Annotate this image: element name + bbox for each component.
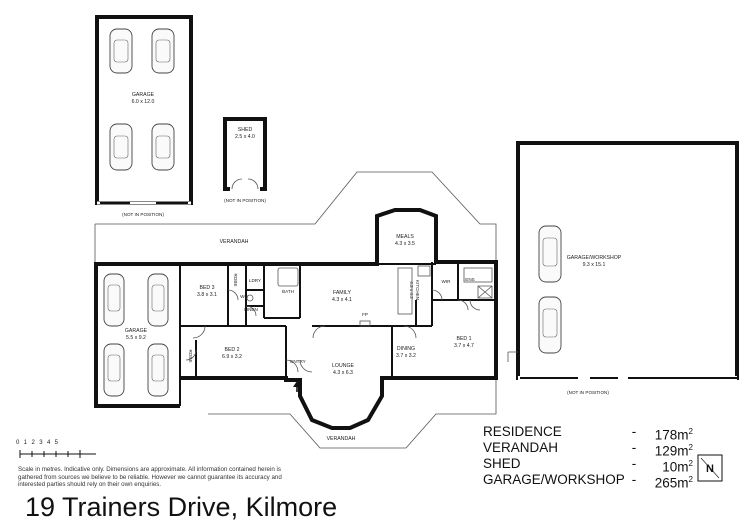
compass-letter: N: [706, 463, 714, 475]
meals-dim: 4.3 x 3.5: [395, 241, 415, 247]
lounge-dim: 4.3 x 6.3: [333, 370, 353, 376]
kitchen-label: KITCHEN: [415, 280, 420, 300]
garage-top: [95, 15, 193, 205]
area-value: 178m2: [654, 427, 693, 443]
car-icon: [103, 273, 125, 327]
car-icon: [538, 225, 562, 283]
bed3-dim: 3.8 x 3.1: [197, 292, 217, 298]
shed-dim: 2.5 x 4.0: [235, 134, 255, 140]
scale-numbers: 012345: [16, 440, 63, 446]
family-label: FAMILY: [333, 290, 352, 296]
ldry-label: LDRY: [249, 278, 261, 283]
workshop-note: (NOT IN POSITION): [567, 390, 609, 395]
car-icon: [151, 28, 175, 74]
disclaimer-text: Scale in metres. Indicative only. Dimens…: [18, 466, 282, 488]
area-name: VERANDAH: [483, 440, 559, 455]
fireplace: [359, 320, 371, 327]
arrow-up-icon: [293, 381, 301, 392]
workshop-dim: 9.3 x 15.1: [583, 262, 606, 268]
area-name: RESIDENCE: [483, 424, 562, 439]
interior-walls: [180, 262, 496, 380]
verandah-top-label: VERANDAH: [220, 239, 249, 245]
garage-left-label: GARAGE: [125, 328, 148, 334]
area-row: GARAGE/WORKSHOP - 265m2: [483, 472, 693, 491]
scale-bar: [19, 450, 96, 458]
bed1-dim: 3.7 x 4.7: [454, 343, 474, 349]
bed3-label: BED 3: [200, 285, 215, 291]
fireplace-label: FP: [362, 312, 368, 317]
area-name: GARAGE/WORKSHOP: [483, 472, 625, 487]
area-dash: -: [631, 440, 637, 455]
area-value: 129m2: [654, 443, 693, 459]
garage-left-dim: 5.5 x 9.2: [126, 335, 146, 341]
verandah-bottom-label: VERANDAH: [327, 436, 356, 442]
bath-label: BATH: [282, 289, 294, 294]
north-arrow-icon: N: [697, 454, 723, 482]
workshop-label: GARAGE/WORKSHOP: [567, 255, 622, 261]
car-icon: [109, 123, 133, 171]
kitchen-island: [397, 265, 431, 315]
meals-label: MEALS: [396, 234, 414, 240]
dining-dim: 3.7 x 3.2: [396, 353, 416, 359]
wir-label: WIR: [442, 279, 452, 284]
area-dash: -: [631, 456, 637, 471]
area-name: SHED: [483, 456, 521, 471]
area-value: 265m2: [654, 475, 693, 491]
bed1-label: BED 1: [457, 336, 472, 342]
car-icon: [151, 123, 175, 171]
car-icon: [147, 343, 169, 397]
area-row: SHED - 10m2: [483, 456, 693, 475]
car-icon: [103, 343, 125, 397]
dining-label: DINING: [397, 346, 415, 352]
bed2-label: BED 2: [225, 347, 240, 353]
area-dash: -: [631, 472, 637, 487]
car-icon: [538, 296, 562, 354]
robe2-label: ROBE: [188, 349, 193, 362]
area-row: RESIDENCE - 178m2: [483, 424, 693, 443]
robe-label: ROBE: [233, 273, 238, 286]
entry-label: ENTRY: [290, 359, 306, 364]
door-swings: [185, 289, 481, 373]
car-icon: [147, 273, 169, 327]
bath-fixtures: [246, 267, 493, 302]
garage-workshop: [507, 141, 739, 380]
lounge-label: LOUNGE: [332, 363, 354, 369]
area-summary: RESIDENCE - 178m2 VERANDAH - 129m2 SHED …: [483, 424, 693, 491]
area-dash: -: [631, 424, 637, 439]
garage-top-note: (NOT IN POSITION): [122, 212, 164, 217]
shed-note: (NOT IN POSITION): [224, 198, 266, 203]
kitchen-dim: 4.3 x 4.2: [409, 281, 414, 299]
area-value: 10m2: [662, 459, 693, 475]
shed: [223, 117, 267, 191]
property-address: 19 Trainers Drive, Kilmore: [25, 492, 338, 522]
ens-label: ENS: [465, 277, 474, 282]
garage-top-dim: 6.0 x 12.0: [132, 99, 155, 105]
family-dim: 4.3 x 4.1: [332, 297, 352, 303]
linen-label: LINEN: [244, 307, 258, 312]
wc-label: WC: [240, 294, 248, 299]
garage-top-label: GARAGE: [132, 92, 155, 98]
shed-label: SHED: [238, 127, 253, 133]
bed2-dim: 6.9 x 3.2: [222, 354, 242, 360]
car-icon: [109, 28, 133, 74]
area-row: VERANDAH - 129m2: [483, 440, 693, 459]
